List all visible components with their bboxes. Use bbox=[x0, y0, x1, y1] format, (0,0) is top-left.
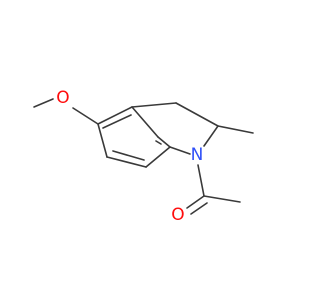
bond-c3a-c3 bbox=[131, 102, 177, 108]
bond-c4-c5-inner bbox=[102, 114, 132, 129]
bond-c3a-c4 bbox=[131, 106, 159, 138]
atom-methoxy-oxygen: O bbox=[56, 88, 69, 108]
methoxy-group bbox=[33, 98, 99, 125]
atom-carbonyl-oxygen: O bbox=[171, 205, 184, 225]
bond-n1-carbonyl-c bbox=[197, 164, 205, 197]
benzene-ring bbox=[97, 106, 171, 168]
bond-c6-c7 bbox=[106, 156, 147, 168]
structure-diagram: O N O bbox=[33, 88, 254, 225]
bond-c3-c2 bbox=[175, 102, 219, 127]
bond-c4-c5 bbox=[97, 106, 133, 125]
bond-c7a-c3a-inner bbox=[155, 140, 162, 145]
atom-ring-nitrogen: N bbox=[191, 145, 204, 165]
carbonyl-oxygen-label: O bbox=[171, 205, 184, 225]
bond-c2-n1 bbox=[203, 125, 219, 147]
acetyl-group bbox=[186, 164, 241, 215]
bond-carbonyl-c-ch3 bbox=[203, 195, 241, 203]
bond-n1-c7a bbox=[169, 146, 191, 155]
bond-c6-c7-inner bbox=[112, 150, 145, 161]
bond-c7-c7a bbox=[145, 146, 171, 168]
bond-c5-c6 bbox=[97, 123, 108, 158]
bond-carbonyl-c-o-double bbox=[190, 202, 208, 215]
bond-c7a-c3a bbox=[157, 136, 171, 148]
bond-c5-o bbox=[72, 107, 99, 125]
pyrroline-ring bbox=[131, 102, 254, 155]
methoxy-oxygen-label: O bbox=[56, 88, 69, 108]
bond-o-ch3 bbox=[33, 98, 54, 108]
bond-c2-methyl bbox=[217, 125, 254, 134]
ring-nitrogen-label: N bbox=[191, 145, 204, 165]
bond-carbonyl-c-o bbox=[186, 195, 205, 209]
